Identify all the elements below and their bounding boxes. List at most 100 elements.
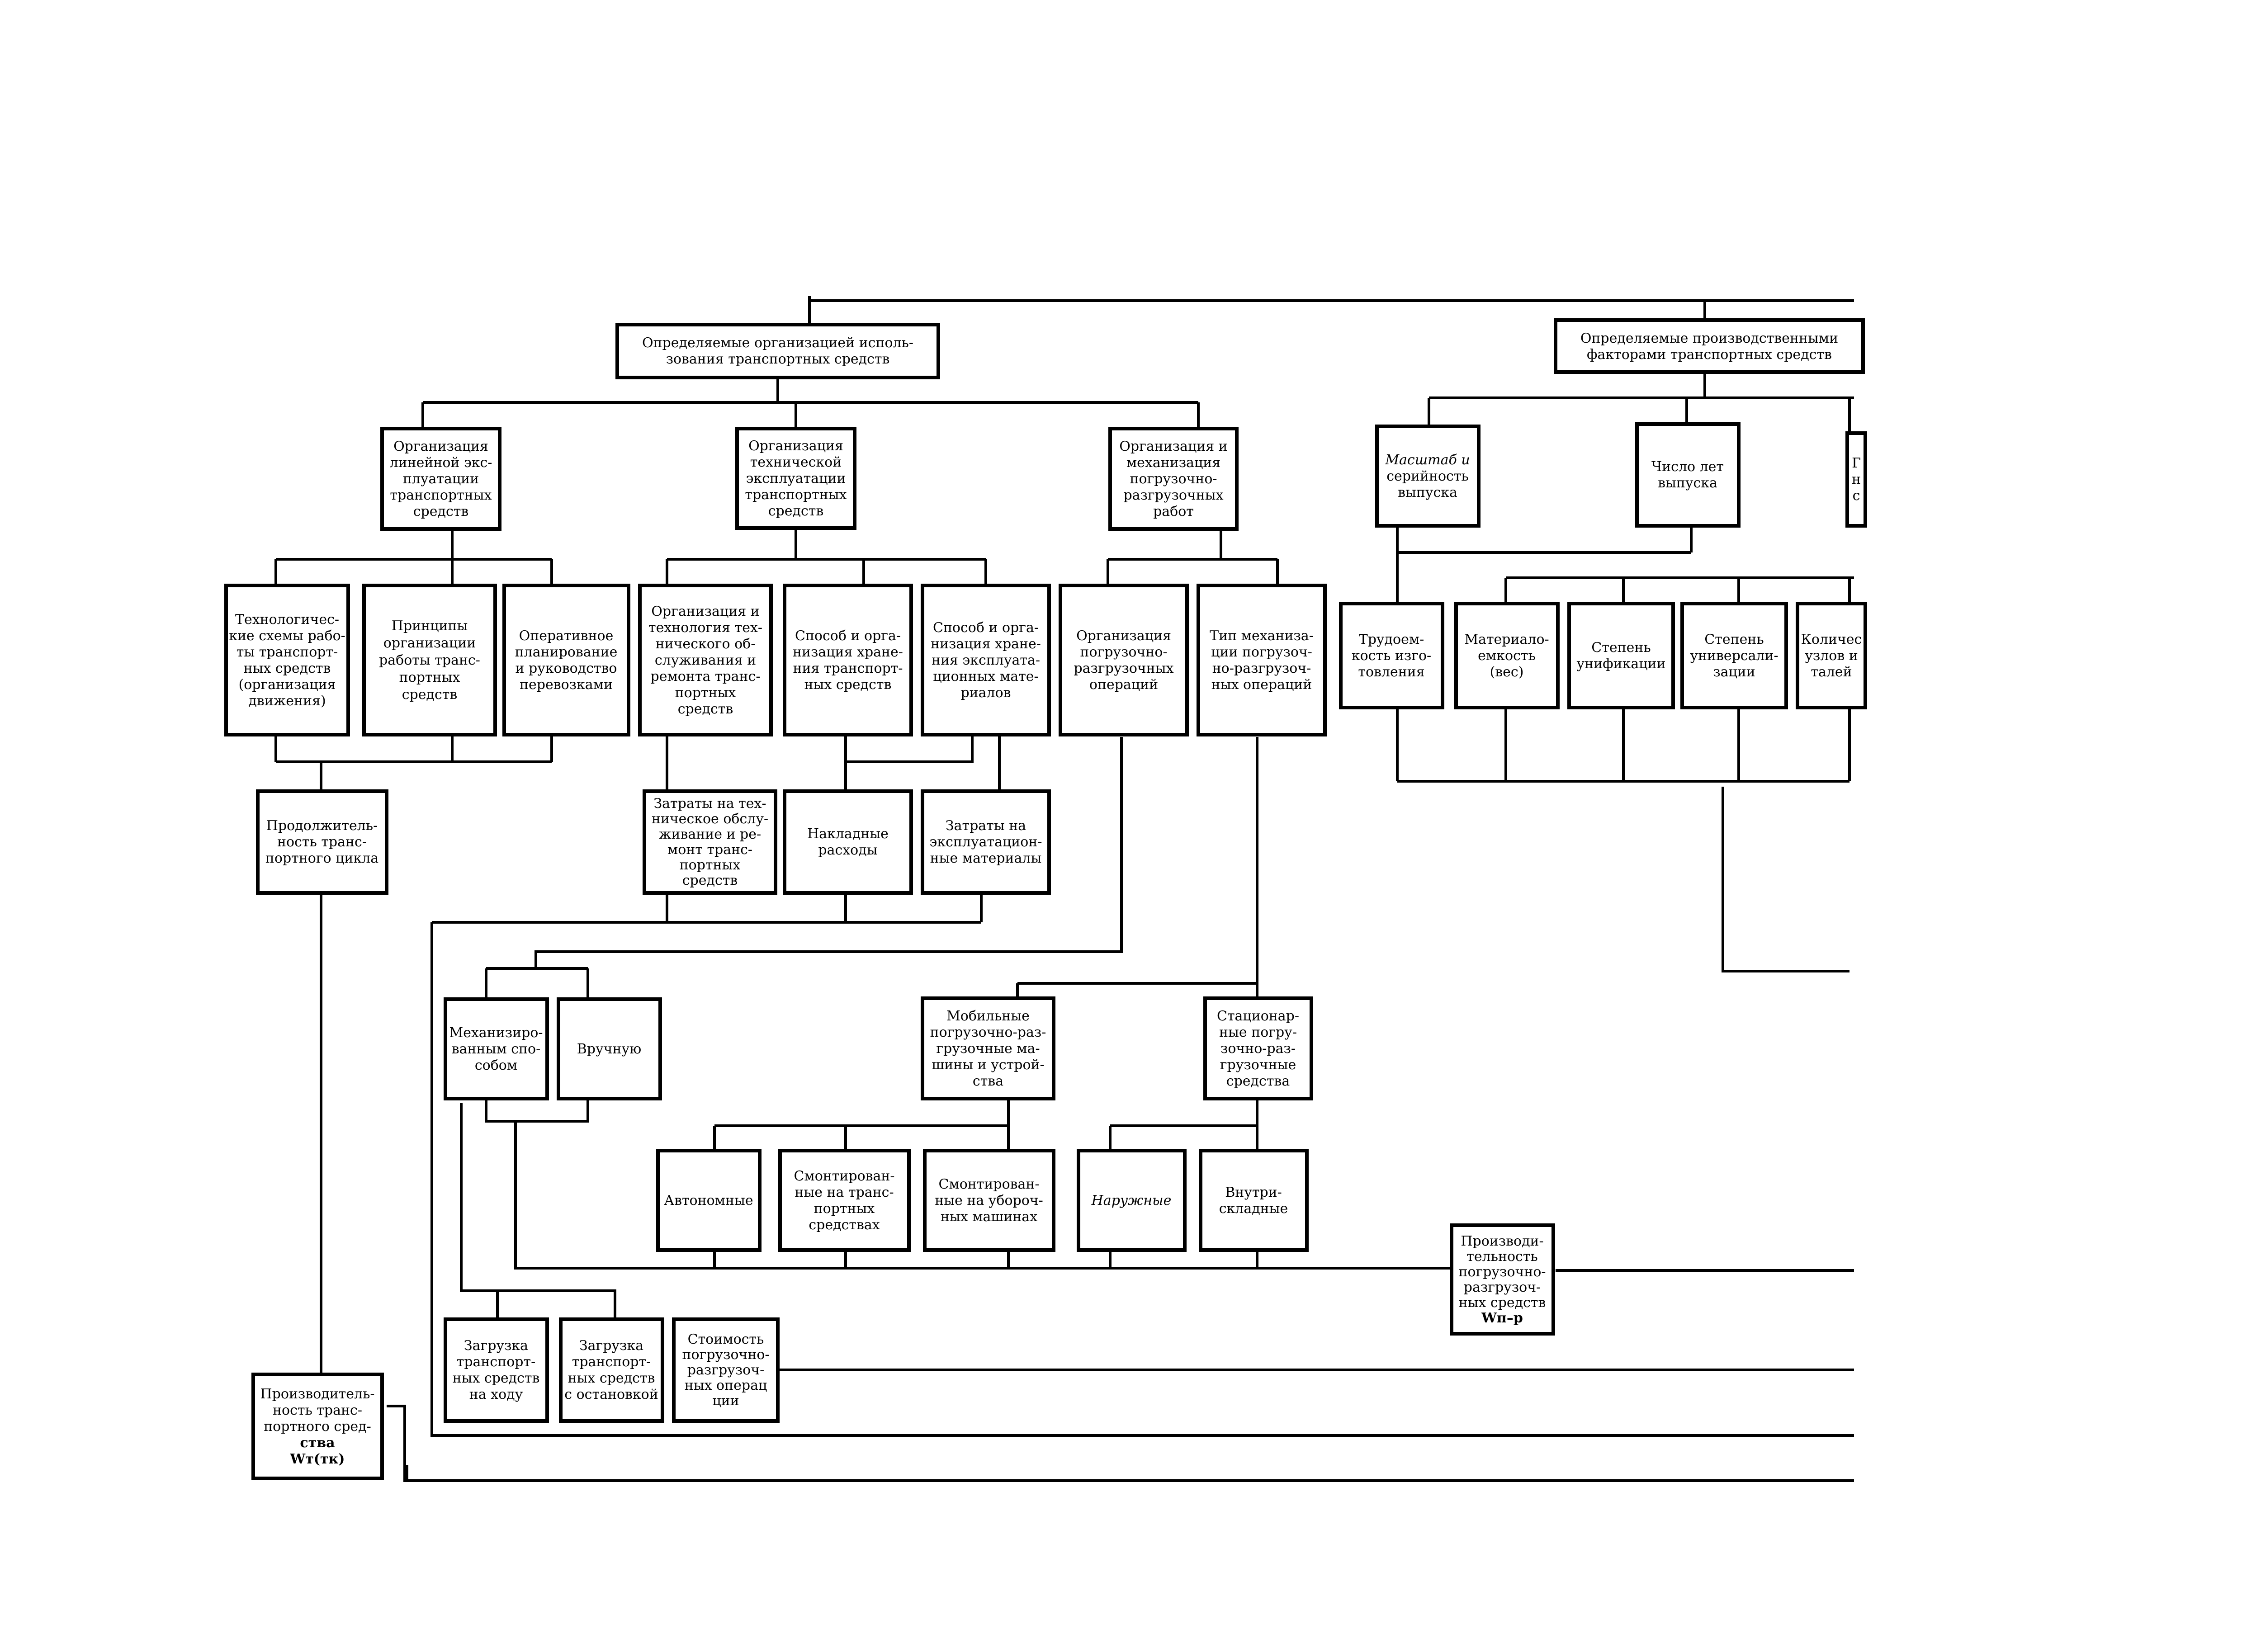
node-label-line: (организация [238,677,336,693]
node-label-line: Организация [748,438,843,454]
node-label-line: товления [1358,664,1424,680]
node-label-line: на ходу [469,1387,523,1402]
node-label-line: шины и устрой- [932,1057,1044,1073]
node-label-line: эксплуатацион- [930,834,1042,850]
node-label-line: погрузочно- [1130,471,1217,487]
node-storage-materials-box [921,584,1051,736]
node-label-line: с остановкой [564,1387,658,1402]
node-label-line: Организация и [651,604,759,619]
node-material-costs-box [921,789,1051,895]
node-label-line: разгрузоч- [1464,1279,1541,1295]
node-label-line: средств [682,873,738,888]
node-autonomous-box [656,1149,762,1252]
node-label-line: ния эксплуата- [932,652,1040,668]
node-label-line: погрузочно- [682,1347,769,1363]
node-label-line: ные на убороч- [935,1193,1043,1208]
node-label-line: ность транс- [277,834,367,850]
node-label-transport-productivity: Производитель-ность транс-портного сред-… [260,1386,374,1467]
node-label-line: монт транс- [667,842,752,858]
connector-lines [274,296,1854,1482]
node-label-line: Загрузка [464,1338,528,1354]
node-boxes [224,318,1867,1480]
node-label-line: ты транспорт- [237,644,338,660]
node-label-line: средств [678,701,733,717]
node-label-line: ных средств [244,661,331,676]
node-storage-vehicles-box [783,584,913,736]
node-label-line: и руководство [516,661,617,676]
node-label-line: Wт(тк) [290,1451,345,1467]
node-label-line: емкость [1478,648,1536,664]
node-label-line: Принципы [392,618,468,634]
node-label-labor: Трудоем-кость изго-товления [1352,632,1431,680]
node-org-loading-ops-box [1059,584,1189,736]
node-cycle-duration-box [256,789,388,895]
node-label-maint-costs: Затраты на тех-ническое обслу-живание и … [652,796,768,888]
node-label-line: складные [1219,1201,1288,1217]
node-label-line: Организация и [1119,439,1227,454]
node-label-line: Вручную [577,1041,642,1057]
node-label-line: разгрузочных [1123,487,1223,503]
node-mechanized-box [444,997,549,1100]
node-label-line: Wп–р [1481,1310,1523,1326]
node-labels: Определяемые организацией исполь-зования… [229,330,1862,1467]
node-operative-box [502,584,630,736]
node-label-line: живание и ре- [659,826,761,842]
node-label-line: служивания и [655,652,756,668]
node-quantity-box [1796,602,1867,709]
node-label-line: собом [475,1057,517,1073]
node-maint-costs-box [643,789,777,895]
node-tech-exploit-box [735,427,856,530]
node-label-line: универсали- [1690,648,1778,664]
node-label-line: грузочные ма- [936,1041,1040,1057]
node-label-line: ных машинах [941,1209,1037,1225]
node-label-line: транспортных [390,487,492,503]
node-label-line: Определяемые организацией исполь- [642,335,913,351]
node-label-line: Способ и орга- [933,620,1039,636]
node-label-line: Определяемые производственными [1580,330,1838,346]
node-label-line: Мобильные [946,1008,1030,1024]
node-label-line: ванным спо- [452,1041,541,1057]
node-label-line: средствах [809,1217,880,1233]
node-label-line: ных средств [453,1370,540,1386]
node-label-line: ных средств [568,1370,655,1386]
node-label-line: Автономные [664,1193,753,1208]
node-label-line: движения) [248,693,326,709]
node-loading-mech-box [1108,427,1239,531]
node-label-line: (вес) [1490,664,1524,680]
node-label-line: ных средств [804,677,892,693]
node-principles-box [362,584,497,736]
node-label-line: ции погрузоч- [1211,644,1312,660]
node-label-line: портных [399,670,460,685]
node-label-line: Способ и орга- [795,628,901,644]
node-label-line: ции [712,1393,739,1409]
node-label-line: линейной экс- [390,455,492,471]
node-unification-box [1567,602,1675,709]
node-material-box [1454,602,1560,709]
node-label-line: разгрузоч- [687,1362,764,1378]
node-outdoor-box [1077,1149,1187,1252]
node-label-line: перевозками [520,677,613,693]
node-label-line: Организация [393,439,488,454]
node-label-manual: Вручную [577,1041,642,1057]
node-label-line: погрузочно- [1080,644,1167,660]
node-label-line: выпуска [1658,475,1717,491]
node-mech-type-box [1197,584,1327,736]
node-label-line: Смонтирован- [938,1176,1039,1192]
node-scale-box [1375,425,1481,528]
node-label-line: ных операций [1211,677,1312,693]
node-label-line: механизация [1126,455,1220,471]
node-label-line: кость изго- [1352,648,1431,664]
node-label-line: разгрузочных [1074,661,1173,676]
node-label-line: тельность [1466,1249,1538,1265]
